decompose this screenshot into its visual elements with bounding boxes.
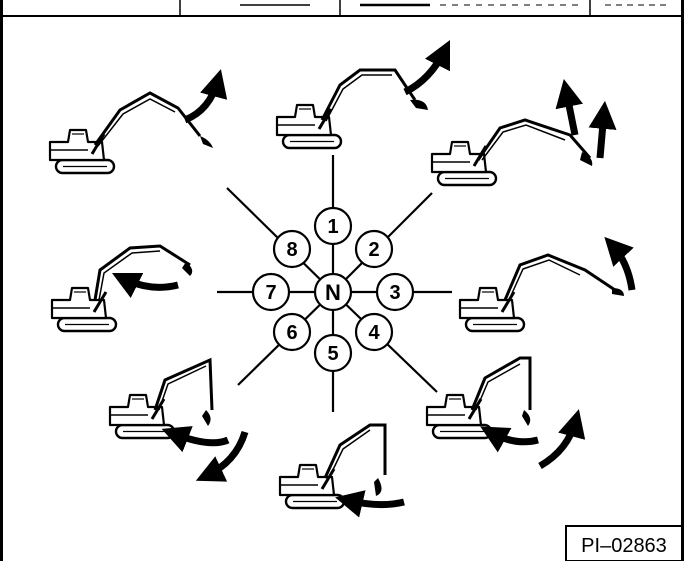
position-6: 6 bbox=[272, 312, 312, 352]
excavator-illustration-1 bbox=[275, 39, 451, 150]
position-label: 2 bbox=[368, 239, 379, 261]
excavator-illustration-8 bbox=[48, 69, 228, 175]
motion-arrow bbox=[111, 272, 179, 299]
position-1: 1 bbox=[313, 206, 353, 246]
motion-arrow bbox=[555, 79, 584, 136]
position-circle bbox=[354, 312, 394, 352]
excavator-icon bbox=[108, 393, 176, 440]
position-label: 6 bbox=[286, 322, 297, 344]
position-circle bbox=[272, 312, 312, 352]
position-8: 8 bbox=[272, 229, 312, 269]
position-circle bbox=[272, 229, 312, 269]
excavator-illustration-7 bbox=[50, 244, 193, 333]
position-label: 5 bbox=[327, 343, 338, 365]
motion-arrow bbox=[538, 409, 586, 470]
reference-box-frame bbox=[565, 525, 683, 562]
position-label: 7 bbox=[265, 282, 276, 304]
motion-arrow bbox=[335, 490, 405, 518]
excavator-illustration-5 bbox=[278, 423, 405, 518]
motion-arrow bbox=[183, 69, 228, 124]
position-7: 7 bbox=[251, 272, 291, 312]
position-circle bbox=[354, 229, 394, 269]
motion-arrow bbox=[403, 39, 451, 96]
reference-box: PI–02863 bbox=[565, 525, 683, 562]
motion-arrow bbox=[604, 236, 636, 291]
position-circle bbox=[313, 206, 353, 246]
motion-arrow bbox=[588, 100, 617, 159]
motion-arrow bbox=[195, 430, 249, 482]
neutral-position: N bbox=[313, 272, 353, 312]
excavator-illustration-4 bbox=[425, 356, 586, 470]
position-2: 2 bbox=[354, 229, 394, 269]
position-circle bbox=[313, 333, 353, 373]
position-label: 3 bbox=[389, 282, 400, 304]
position-4: 4 bbox=[354, 312, 394, 352]
excavator-icon bbox=[458, 286, 526, 333]
position-label: 8 bbox=[286, 239, 297, 261]
excavator-illustration-2 bbox=[430, 79, 617, 187]
position-circle bbox=[251, 272, 291, 312]
position-label: 4 bbox=[368, 322, 380, 344]
excavator-icon bbox=[278, 463, 346, 510]
excavator-icon bbox=[425, 393, 493, 440]
excavator-illustration-3 bbox=[458, 236, 636, 333]
motion-arrow bbox=[480, 426, 539, 453]
excavator-illustration-6 bbox=[108, 357, 249, 482]
motion-arrow bbox=[161, 426, 230, 453]
position-label: 1 bbox=[327, 216, 338, 238]
position-3: 3 bbox=[375, 272, 415, 312]
position-5: 5 bbox=[313, 333, 353, 373]
neutral-label: N bbox=[325, 280, 341, 305]
excavator-icon bbox=[50, 286, 118, 333]
reference-code: PI–02863 bbox=[581, 535, 667, 557]
excavator-icon bbox=[48, 128, 116, 175]
neutral-circle bbox=[313, 272, 353, 312]
position-circle bbox=[375, 272, 415, 312]
